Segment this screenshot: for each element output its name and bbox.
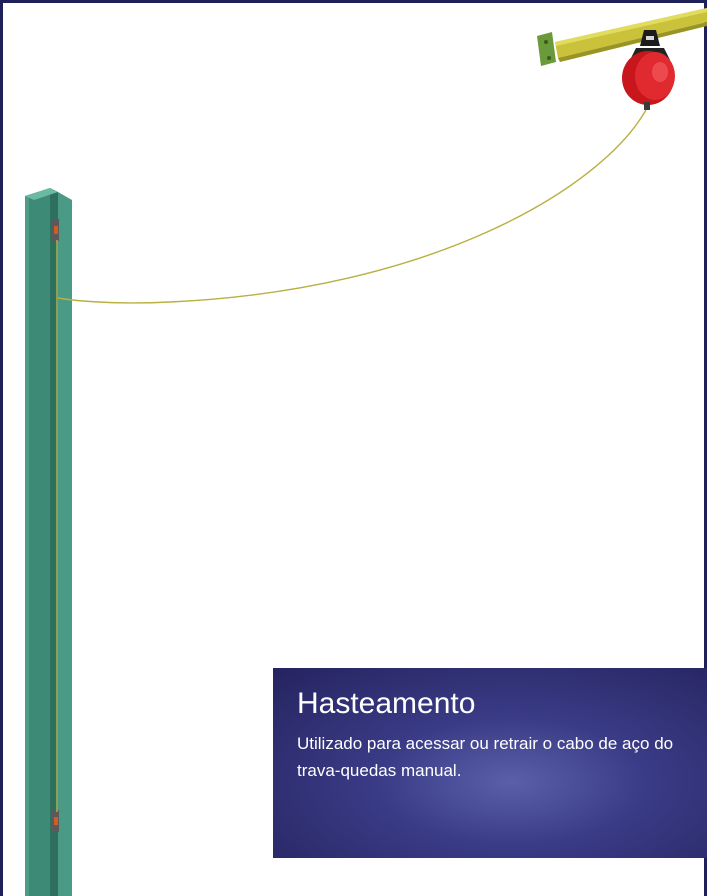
cable	[57, 109, 647, 304]
red-retractable-device	[622, 30, 675, 110]
steel-column	[25, 188, 72, 896]
callout-description: Utilizado para acessar ou retrair o cabo…	[297, 734, 674, 780]
info-callout: Hasteamento Utilizado para acessar ou re…	[273, 668, 707, 858]
yellow-beam	[537, 8, 707, 66]
callout-title: Hasteamento	[297, 687, 476, 720]
